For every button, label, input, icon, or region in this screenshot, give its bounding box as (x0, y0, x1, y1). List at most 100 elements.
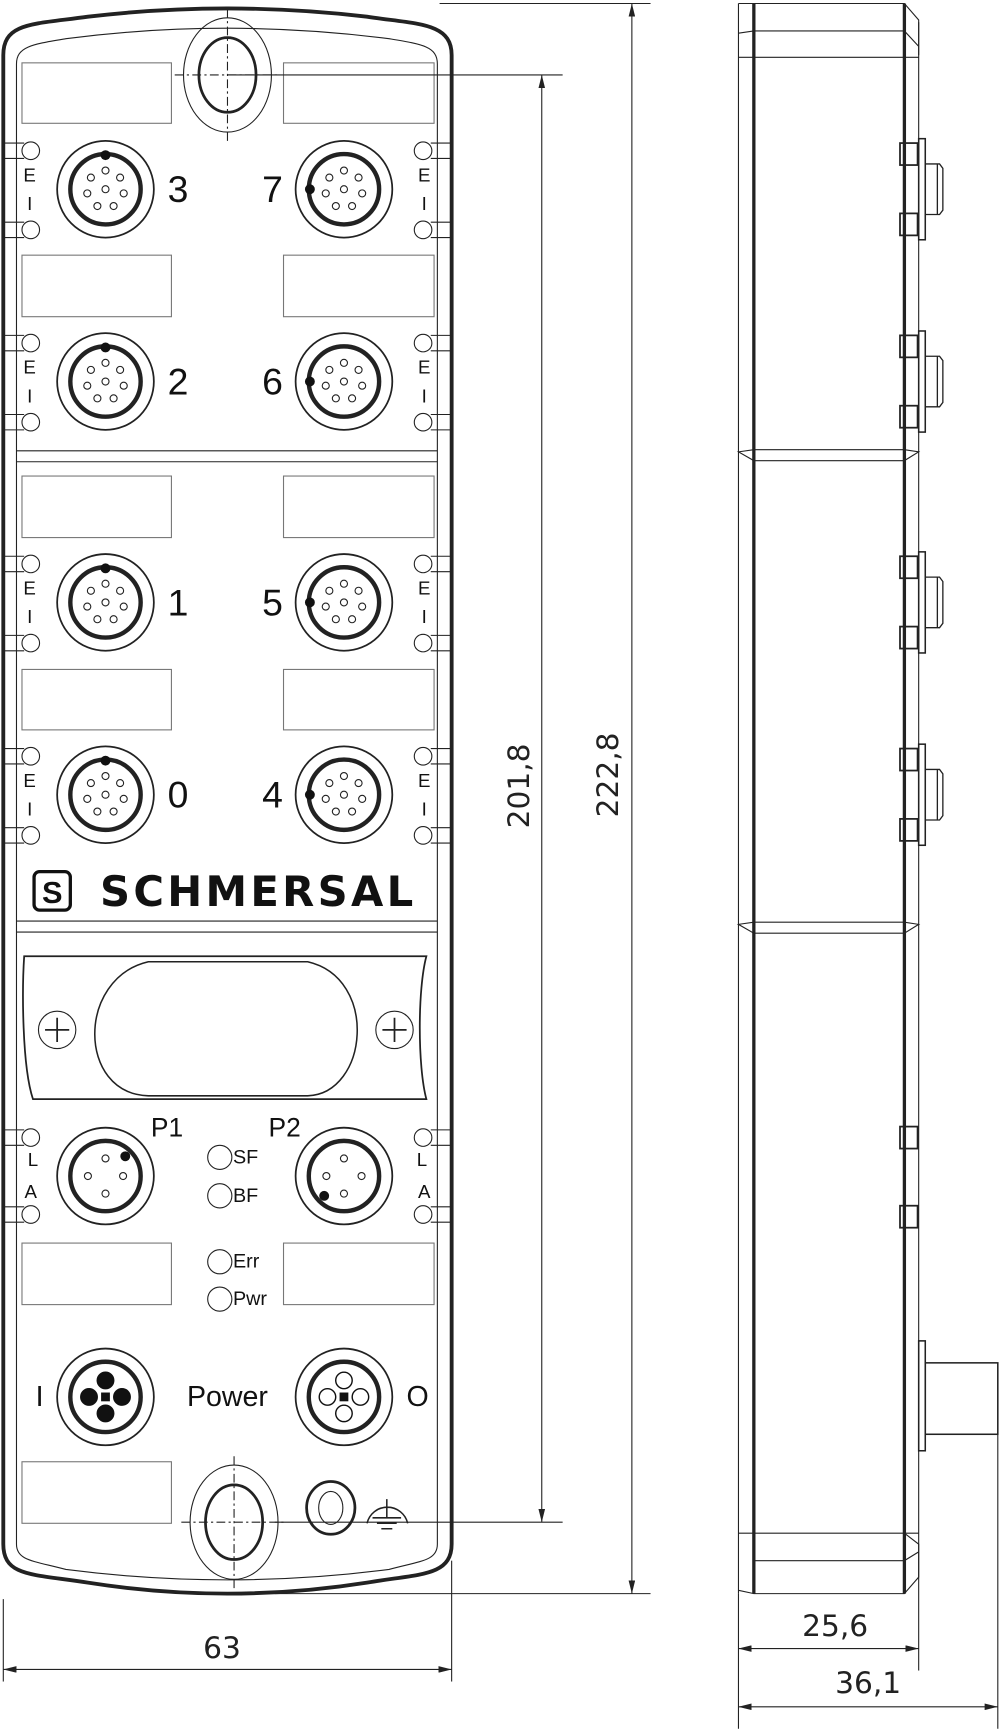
led-indicator (413, 1205, 452, 1224)
m12-io-connector (56, 553, 155, 652)
pin (116, 586, 125, 595)
pin (93, 615, 102, 624)
m12-fieldbus-connector-p1 (56, 1126, 155, 1226)
label-field (21, 1461, 172, 1524)
pin (357, 1171, 366, 1181)
led-label-e: E (23, 164, 35, 185)
pin (358, 602, 367, 611)
pin (116, 779, 125, 788)
power-out-label: O (406, 1381, 428, 1413)
led-indicator (413, 412, 452, 432)
port-label-p2: P2 (268, 1113, 300, 1143)
pin (347, 807, 357, 816)
power-out-connector (294, 1347, 394, 1447)
coding-key (120, 1151, 131, 1162)
pin (339, 1154, 349, 1163)
pin (109, 615, 118, 624)
pin (339, 358, 349, 367)
ground-stud (305, 1480, 357, 1536)
led-indicator (3, 412, 41, 432)
status-led-label: Err (233, 1251, 260, 1273)
schmersal-logo: S SCHMERSAL (32, 867, 417, 916)
coding-key (304, 789, 315, 800)
m12-io-connector (56, 745, 155, 844)
status-led-label: SF (233, 1146, 258, 1168)
pin (83, 1171, 92, 1181)
status-led-label: Pwr (233, 1288, 267, 1310)
logo-s-glyph: S (42, 875, 63, 910)
led-indicator (3, 220, 41, 240)
led-indicator (413, 220, 452, 240)
pin (321, 189, 330, 198)
pin (101, 166, 110, 175)
pin (86, 365, 95, 374)
pin (325, 365, 334, 374)
housing-inner-edge (15, 27, 438, 1581)
led-indicator (3, 1205, 41, 1224)
side-connector (899, 551, 944, 654)
pin (321, 381, 330, 390)
pin (101, 358, 110, 367)
status-led (207, 1286, 233, 1312)
label-field (21, 1242, 172, 1306)
side-seam (736, 449, 921, 462)
coding-key (100, 563, 111, 574)
port-number: 1 (168, 581, 189, 623)
pin (322, 1171, 331, 1181)
pin (83, 794, 92, 803)
led-indicator (3, 633, 41, 653)
label-field (282, 254, 435, 318)
led-label-l: L (28, 1149, 38, 1170)
m12-io-connector (294, 745, 394, 844)
led-indicator (3, 746, 41, 766)
center-key (101, 1392, 110, 1402)
pin (325, 173, 334, 182)
led-label-i: I (422, 193, 427, 214)
power-in-label: I (36, 1381, 44, 1413)
side-connector (899, 137, 944, 241)
coding-key (100, 342, 111, 353)
led-indicator (3, 333, 41, 353)
side-power-connector (917, 1340, 999, 1452)
pin (339, 598, 349, 607)
pin (358, 189, 367, 198)
pin (119, 602, 128, 611)
brand-name: SCHMERSAL (100, 867, 417, 916)
pin (358, 794, 367, 803)
label-field (21, 668, 172, 731)
port-number: 3 (168, 168, 189, 210)
label-field (21, 475, 172, 539)
side-chamfer (738, 2, 920, 1595)
pin (339, 771, 349, 781)
pin (347, 615, 357, 624)
dimension-hole-spacing-label: 201,8 (501, 743, 536, 828)
pin (109, 201, 118, 211)
label-field (21, 254, 172, 318)
led-label-i: I (27, 385, 32, 406)
led-label-e: E (418, 357, 430, 378)
port-number: 0 (168, 774, 189, 816)
led-label-e: E (23, 357, 35, 378)
pin (101, 771, 110, 781)
pin (109, 394, 118, 403)
led-label-i: I (422, 385, 427, 406)
pin (101, 579, 110, 588)
power-label: Power (187, 1381, 268, 1413)
side-seam (736, 921, 921, 934)
led-label-e: E (23, 578, 35, 599)
pin (339, 579, 349, 588)
power-pin (335, 1371, 353, 1390)
led-label-a: A (25, 1181, 38, 1202)
status-led (207, 1249, 233, 1275)
pin (347, 394, 357, 403)
led-label-i: I (27, 193, 32, 214)
label-field (282, 475, 435, 539)
pin (354, 173, 363, 182)
led-indicator (413, 633, 452, 653)
side-connector (899, 743, 944, 847)
status-led-label: BF (233, 1185, 258, 1207)
led-label-a: A (418, 1181, 431, 1202)
power-pin (113, 1387, 131, 1406)
power-pin (335, 1404, 353, 1423)
